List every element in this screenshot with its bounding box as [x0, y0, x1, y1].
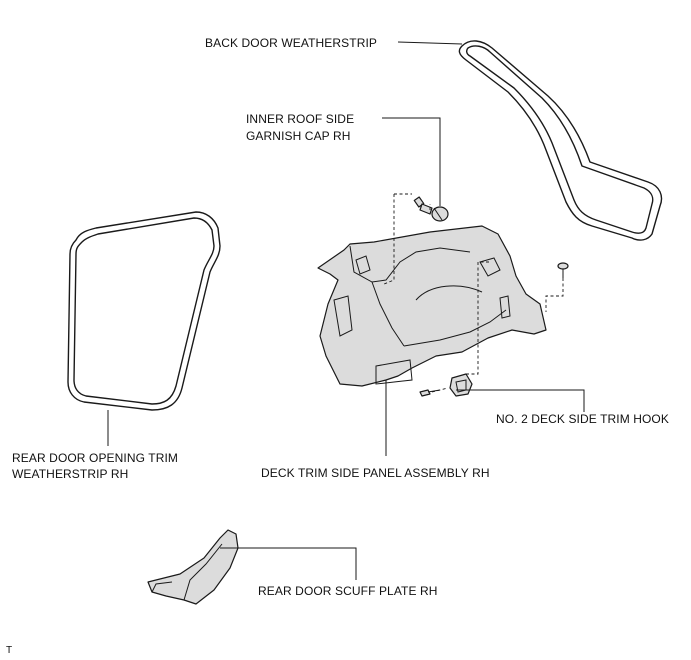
- deck-side-trim-hook-part: [419, 373, 473, 397]
- label-inner-roof-cap-line1: INNER ROOF SIDE: [246, 112, 355, 126]
- label-rear-door-trim-line2: WEATHERSTRIP RH: [12, 467, 129, 481]
- label-inner-roof-cap-line2: GARNISH CAP RH: [246, 129, 351, 143]
- deck-trim-side-panel-part: [317, 225, 547, 387]
- rear-door-opening-weatherstrip-part: [67, 211, 221, 411]
- back-door-weatherstrip-part: [458, 40, 663, 241]
- leader-lines: [107, 41, 585, 580]
- fastener-clip-part: [557, 262, 569, 278]
- label-rear-door-trim-line1: REAR DOOR OPENING TRIM: [12, 451, 178, 465]
- label-deck-side-trim-hook: NO. 2 DECK SIDE TRIM HOOK: [496, 412, 669, 426]
- corner-mark: T: [6, 645, 13, 656]
- inner-roof-garnish-cap-part: [413, 196, 449, 222]
- label-back-door-weatherstrip: BACK DOOR WEATHERSTRIP: [205, 36, 377, 50]
- label-rear-door-scuff: REAR DOOR SCUFF PLATE RH: [258, 584, 438, 598]
- assembly-guide-lines: [383, 193, 564, 393]
- rear-door-scuff-plate-part: [147, 529, 239, 605]
- label-deck-trim-panel: DECK TRIM SIDE PANEL ASSEMBLY RH: [261, 466, 490, 480]
